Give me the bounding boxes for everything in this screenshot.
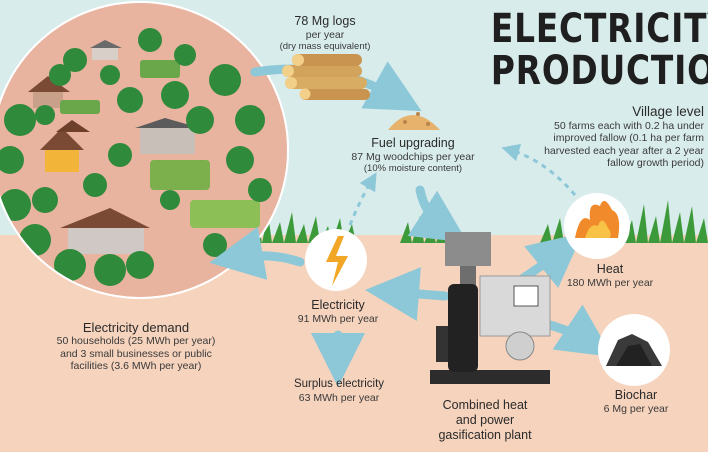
- village-line-3: harvested each year after a 2 year: [544, 144, 704, 157]
- crops: [60, 60, 260, 228]
- plant-label: Combined heat and power gasification pla…: [430, 398, 540, 442]
- arrow-heat-to-fuel: [501, 143, 577, 196]
- biochar-heading: Biochar: [614, 388, 658, 402]
- gasification-plant: [430, 232, 551, 384]
- page-title: ELECTRICITY PRODUCTION: [490, 6, 708, 94]
- plant-line-2: and power: [455, 412, 515, 427]
- title-line-1: ELECTRICITY: [490, 6, 708, 52]
- village-line-4: fallow growth period): [607, 157, 704, 170]
- heat-amount: 180 MWh per year: [566, 276, 654, 289]
- demand-line-2: and 3 small businesses or public: [60, 347, 212, 360]
- electricity-demand-label: Electricity demand 50 households (25 MWh…: [48, 320, 224, 372]
- surplus-amount: 63 MWh per year: [298, 391, 380, 404]
- biochar-amount: 6 Mg per year: [603, 402, 669, 415]
- electricity-label: Electricity 91 MWh per year: [286, 298, 390, 325]
- village-line-2: improved fallow (0.1 ha per farm: [553, 132, 704, 145]
- village-line-1: 50 farms each with 0.2 ha under: [553, 119, 704, 132]
- hut: [28, 40, 200, 254]
- heat-icon: [564, 193, 630, 259]
- arrow-electricity-to-demand: [209, 226, 305, 280]
- logs-note: (dry mass equivalent): [279, 41, 371, 53]
- arrow-fuel-to-plant: [407, 185, 468, 243]
- surplus-heading: Surplus electricity: [293, 378, 385, 390]
- demand-line-1: 50 households (25 MWh per year): [56, 335, 216, 348]
- woodchips-icon: [388, 112, 440, 130]
- surplus-electricity-label: Surplus electricity 63 MWh per year: [278, 378, 400, 404]
- heat-heading: Heat: [596, 262, 624, 276]
- fuel-upgrading-note: (10% moisture content): [363, 163, 463, 175]
- logs-amount: 78 Mg logs: [294, 14, 356, 28]
- arrow-electricity-to-fuel: [348, 172, 377, 226]
- logs-icon: [282, 54, 370, 100]
- village-heading: Village level: [632, 104, 704, 119]
- logs-period: per year: [305, 28, 345, 41]
- plant-line-1: Combined heat: [442, 398, 528, 412]
- fuel-upgrading-amount: 87 Mg woodchips per year: [351, 150, 475, 163]
- plant-line-3: gasification plant: [438, 427, 532, 442]
- logs-label: 78 Mg logs per year (dry mass equivalent…: [255, 14, 395, 52]
- village-level-label: Village level 50 farms each with 0.2 ha …: [510, 104, 704, 169]
- fuel-upgrading-heading: Fuel upgrading: [371, 136, 455, 150]
- dashed-arrows: [348, 143, 577, 226]
- heat-label: Heat 180 MWh per year: [560, 262, 660, 289]
- biochar-icon: [598, 314, 670, 386]
- electricity-heading: Electricity: [311, 298, 365, 312]
- electricity-amount: 91 MWh per year: [297, 312, 379, 325]
- demand-line-3: facilities (3.6 MWh per year): [70, 360, 202, 373]
- title-line-2: PRODUCTION: [490, 48, 708, 94]
- demand-heading: Electricity demand: [82, 320, 190, 335]
- arrow-plant-to-electricity: [365, 267, 450, 321]
- electricity-icon: [305, 229, 367, 291]
- biochar-label: Biochar 6 Mg per year: [586, 388, 686, 415]
- fuel-upgrading-label: Fuel upgrading 87 Mg woodchips per year …: [318, 136, 508, 174]
